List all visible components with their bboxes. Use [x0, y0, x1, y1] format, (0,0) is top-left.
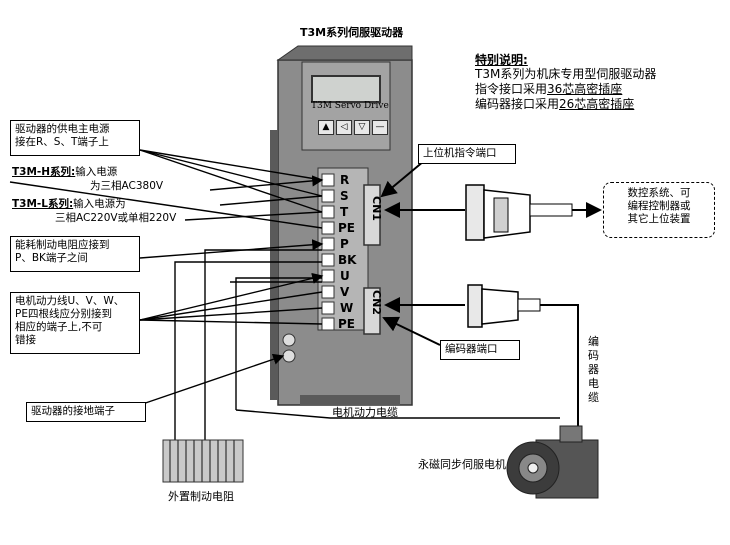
terminal-u: U: [340, 269, 350, 283]
servo-motor-icon: [506, 425, 599, 499]
terminal-v: V: [340, 285, 350, 299]
drive-lcd-display: [311, 75, 381, 103]
db-connector-icon: [465, 184, 573, 241]
callout-ground: 驱动器的接地端子: [26, 402, 146, 422]
brake-resistor-icon: [162, 439, 244, 483]
key-up: ▲: [318, 120, 334, 135]
drive-model-label: T3M Servo Drive: [311, 101, 389, 111]
terminal-pe-2: PE: [338, 317, 355, 331]
terminal-bk: BK: [338, 253, 357, 267]
cn2-link: [382, 297, 579, 430]
cn2-label: CN2: [370, 290, 383, 315]
callout-t3ml: T3M-L系列:输入电源为: [12, 198, 126, 210]
wires: [9, 149, 560, 440]
note-line-1: T3M系列为机床专用型伺服驱动器: [475, 67, 657, 81]
callout-t3mh: T3M-H系列:输入电源: [12, 166, 118, 178]
terminal-t: T: [340, 205, 349, 219]
key-enter: —: [372, 120, 388, 135]
callout-host-port: 上位机指令端口: [418, 144, 516, 164]
callout-power-supply: 驱动器的供电主电源 接在R、S、T端子上: [10, 120, 140, 156]
terminal-block: [317, 167, 369, 331]
note-line-2: 指令接口采用36芯高密插座: [475, 82, 623, 96]
encoder-connector-icon: [467, 284, 541, 328]
servo-motor-label: 永磁同步伺服电机: [418, 458, 506, 471]
servo-drive-body: [270, 45, 413, 406]
note-heading: 特别说明:: [475, 53, 528, 67]
cn-connector-icon: [363, 184, 381, 335]
callout-encoder-port: 编码器端口: [440, 340, 520, 360]
key-left: ◁: [336, 120, 352, 135]
terminal-w: W: [340, 301, 354, 315]
terminal-pe-1: PE: [338, 221, 355, 235]
callout-motor-power: 电机动力线U、V、W、 PE四根线应分别接到 相应的端子上,不可 错接: [10, 292, 140, 354]
callout-brake-resistor: 能耗制动电阻应接到 P、BK端子之间: [10, 236, 140, 272]
encoder-cable-label: 编 码 器 电 缆: [588, 335, 599, 404]
ground-screw-icon: [282, 333, 296, 363]
terminal-r: R: [340, 173, 350, 187]
diagram-title: T3M系列伺服驱动器: [300, 26, 404, 39]
terminal-s: S: [340, 189, 349, 203]
note-line-3: 编码器接口采用26芯高密插座: [475, 97, 635, 111]
callout-t3mh-line2: 为三相AC380V: [90, 180, 164, 192]
cn1-label: CN1: [370, 196, 383, 221]
motor-cable-label: 电机动力电缆: [332, 406, 398, 419]
terminal-p: P: [340, 237, 349, 251]
callout-t3ml-line2: 三相AC220V或单相220V: [55, 212, 177, 224]
key-down: ▽: [354, 120, 370, 135]
external-resistor-label: 外置制动电阻: [168, 490, 234, 503]
host-device-box: 数控系统、可 编程控制器或 其它上位装置: [603, 182, 715, 238]
